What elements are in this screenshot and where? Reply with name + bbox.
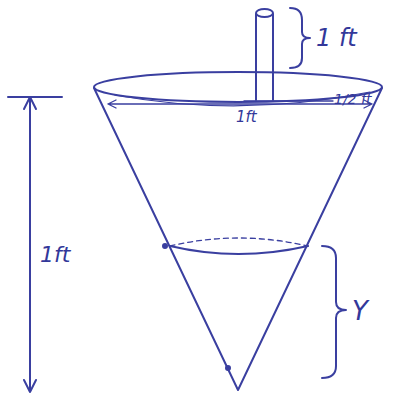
variable-label: Y: [352, 298, 368, 324]
dimension-label: 1 ft: [316, 26, 357, 50]
dot: [163, 244, 167, 248]
radius-line: [244, 100, 333, 101]
water-level-back: [170, 238, 308, 246]
diameter-arrow: [108, 100, 372, 108]
water-level: [170, 246, 308, 254]
dot: [226, 366, 230, 370]
tube: [256, 14, 273, 100]
tube-top: [256, 9, 273, 17]
dimension-label: 1ft: [236, 110, 257, 125]
dimension-label: 1ft: [40, 244, 70, 266]
cone-side: [94, 88, 382, 390]
dimension-label: 1/2 ft: [334, 92, 371, 106]
brace: [322, 246, 346, 378]
brace: [290, 8, 310, 68]
